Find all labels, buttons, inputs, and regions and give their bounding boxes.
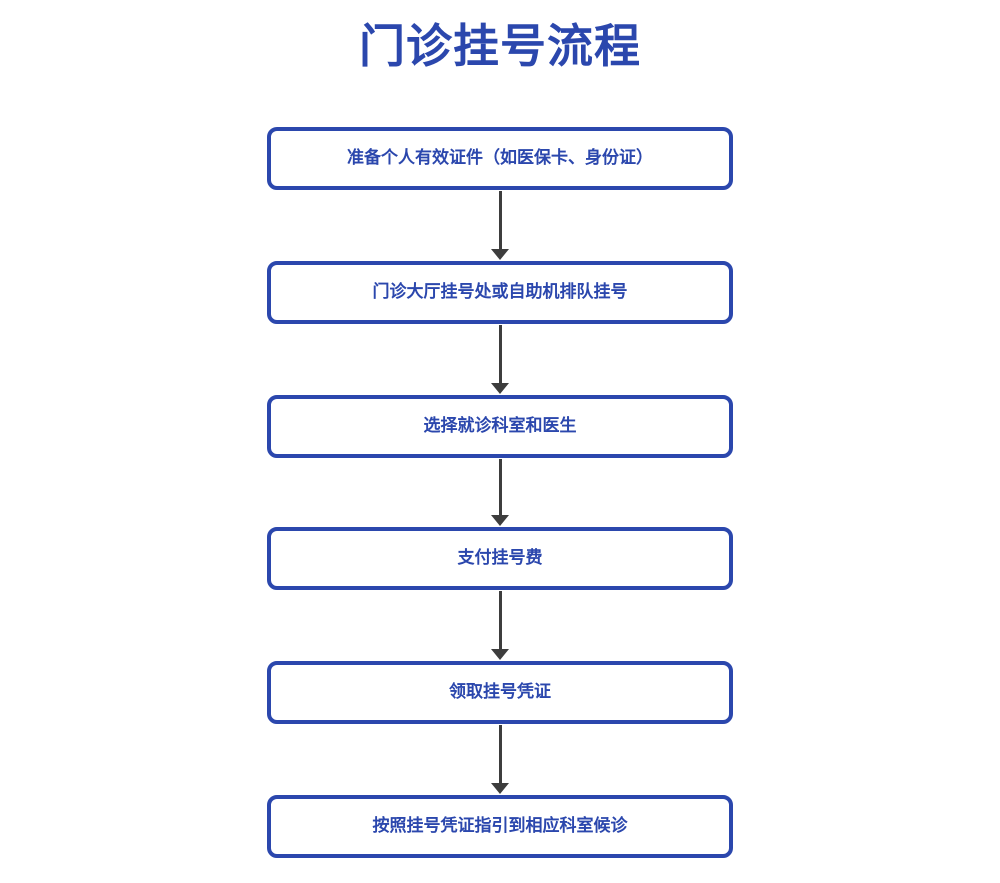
arrow-head-down-icon (491, 383, 509, 394)
flow-arrow (491, 325, 509, 394)
flow-arrow (491, 591, 509, 660)
arrow-line (498, 191, 502, 249)
arrow-line (498, 725, 502, 783)
flow-step-choose-department: 选择就诊科室和医生 (267, 395, 733, 458)
arrow-line (498, 459, 502, 515)
arrow-line (498, 591, 502, 649)
arrow-head-down-icon (491, 783, 509, 794)
flow-arrow (491, 191, 509, 260)
flow-step-prepare-documents: 准备个人有效证件（如医保卡、身份证） (267, 127, 733, 190)
flow-arrow (491, 725, 509, 794)
step-label: 选择就诊科室和医生 (423, 416, 577, 436)
page-title: 门诊挂号流程 (359, 20, 641, 72)
arrow-head-down-icon (491, 649, 509, 660)
step-label: 按照挂号凭证指引到相应科室候诊 (372, 816, 628, 836)
arrow-line (498, 325, 502, 383)
flow-step-queue-register: 门诊大厅挂号处或自助机排队挂号 (267, 261, 733, 324)
flow-step-pay-fee: 支付挂号费 (267, 527, 733, 590)
flow-arrow (491, 459, 509, 526)
step-label: 准备个人有效证件（如医保卡、身份证） (347, 148, 653, 168)
step-label: 领取挂号凭证 (449, 682, 551, 702)
step-label: 门诊大厅挂号处或自助机排队挂号 (372, 282, 628, 302)
step-label: 支付挂号费 (457, 548, 543, 568)
arrow-head-down-icon (491, 515, 509, 526)
arrow-head-down-icon (491, 249, 509, 260)
flow-step-wait-consultation: 按照挂号凭证指引到相应科室候诊 (267, 795, 733, 858)
flow-step-get-voucher: 领取挂号凭证 (267, 661, 733, 724)
